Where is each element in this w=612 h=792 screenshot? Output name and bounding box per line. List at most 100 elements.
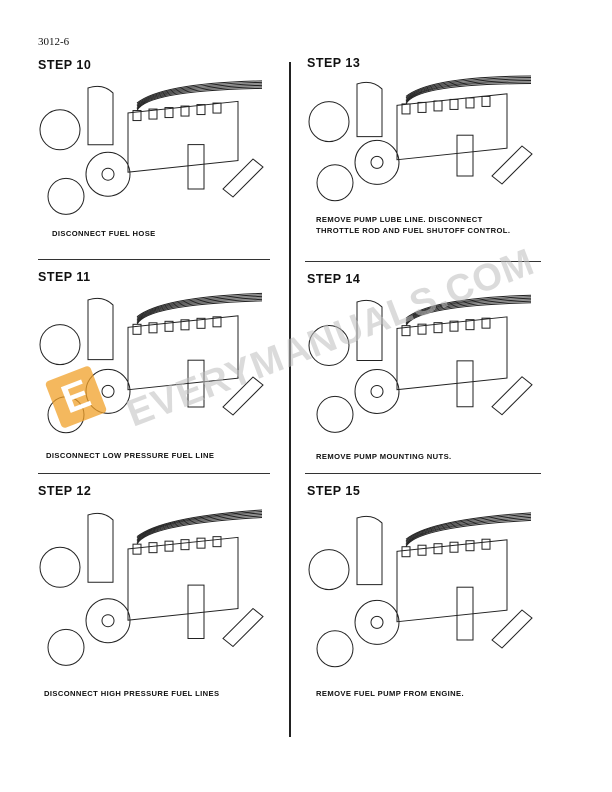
injector-fitting-drawing [180, 539, 190, 551]
governor-drawing [456, 134, 474, 177]
injector-fitting-drawing [417, 323, 427, 335]
step-13-title: STEP 13 [307, 56, 361, 70]
injector-fitting-drawing [433, 322, 443, 334]
step-10-caption: DISCONNECT FUEL HOSE [52, 228, 156, 239]
injector-fitting-drawing [401, 325, 411, 337]
injector-fitting-drawing [164, 540, 174, 552]
fuel-line-drawing [136, 300, 263, 325]
injector-fitting-drawing [196, 317, 206, 329]
fuel-line-drawing [136, 292, 263, 318]
elbow-pipe-drawing [356, 81, 383, 138]
column-divider [289, 62, 291, 737]
injector-fitting-drawing [401, 103, 411, 115]
pulley-drawing [308, 101, 350, 143]
fuel-line-drawing [405, 512, 532, 540]
injector-fitting-drawing [481, 95, 491, 107]
injector-fitting-drawing [132, 323, 142, 335]
injector-fitting-drawing [449, 541, 459, 553]
step-14-caption: REMOVE PUMP MOUNTING NUTS. [316, 451, 452, 462]
divider-rule [38, 473, 270, 474]
injector-fitting-drawing [465, 319, 475, 331]
fuel-line-drawing [405, 78, 532, 100]
step-10-title: STEP 10 [38, 58, 92, 72]
injector-fitting-drawing [212, 102, 222, 114]
fuel-line-drawing [136, 509, 263, 538]
fuel-line-drawing [405, 513, 532, 542]
fuel-line-drawing [136, 86, 263, 110]
fuel-line-drawing [136, 298, 263, 324]
pulley-drawing [39, 109, 81, 151]
pulley-drawing [39, 324, 81, 366]
governor-drawing [187, 359, 205, 408]
step-11-title: STEP 11 [38, 270, 91, 284]
elbow-pipe-drawing [87, 297, 114, 361]
governor-drawing [187, 584, 205, 639]
injector-fitting-drawing [196, 537, 206, 549]
fuel-line-drawing [136, 80, 263, 104]
wrench-hand-drawing [491, 376, 533, 416]
gear-housing-drawing [85, 151, 131, 197]
injector-fitting-drawing [196, 104, 206, 116]
fuel-line-drawing [405, 515, 532, 543]
hub-drawing [101, 167, 115, 181]
injector-fitting-drawing [164, 320, 174, 332]
fuel-line-drawing [136, 87, 263, 111]
gear-housing-drawing [354, 599, 400, 645]
fuel-line-drawing [136, 83, 263, 107]
fuel-line-drawing [405, 75, 532, 97]
wrench-hand-drawing [491, 145, 533, 185]
governor-drawing [187, 144, 205, 190]
fuel-line-drawing [136, 515, 263, 543]
fuel-line-drawing [405, 296, 532, 321]
injector-fitting-drawing [180, 319, 190, 331]
fuel-line-drawing [405, 518, 532, 546]
injector-fitting-drawing [148, 542, 158, 554]
step-15-caption: REMOVE FUEL PUMP FROM ENGINE. [316, 688, 465, 699]
injector-fitting-drawing [465, 540, 475, 552]
fuel-line-drawing [136, 294, 263, 319]
injector-fitting-drawing [212, 536, 222, 548]
injector-fitting-drawing [417, 101, 427, 113]
fuel-line-drawing [405, 516, 532, 545]
fuel-line-drawing [136, 297, 263, 322]
fuel-line-drawing [136, 510, 263, 539]
fuel-line-drawing [405, 300, 532, 325]
fuel-pump-drawing [127, 100, 239, 173]
fuel-line-drawing [405, 77, 532, 99]
pulley-drawing [308, 325, 350, 367]
injector-fitting-drawing [401, 546, 411, 558]
injector-fitting-drawing [481, 317, 491, 329]
fuel-pump-drawing [127, 315, 239, 391]
damper-drawing [316, 164, 354, 202]
divider-rule [305, 261, 541, 262]
fuel-line-drawing [405, 297, 532, 322]
gear-housing-drawing [354, 139, 400, 185]
fuel-pump-drawing [396, 316, 508, 391]
governor-drawing [456, 586, 474, 641]
step-14-title: STEP 14 [307, 272, 361, 286]
injector-fitting-drawing [180, 105, 190, 117]
wrench-hand-drawing [222, 376, 264, 416]
hub-drawing [370, 384, 384, 398]
injector-fitting-drawing [449, 98, 459, 110]
injector-fitting-drawing [148, 108, 158, 120]
hub-drawing [101, 614, 115, 628]
step-15-illustration [308, 512, 533, 668]
fuel-line-drawing [405, 299, 532, 323]
injector-fitting-drawing [433, 543, 443, 555]
damper-drawing [316, 630, 354, 668]
injector-fitting-drawing [164, 107, 174, 119]
injector-fitting-drawing [465, 97, 475, 109]
gear-housing-drawing [85, 598, 131, 644]
step-12-title: STEP 12 [38, 484, 92, 498]
step-11-illustration [39, 292, 264, 434]
fuel-line-drawing [136, 513, 263, 542]
gear-housing-drawing [354, 368, 400, 414]
elbow-pipe-drawing [87, 512, 114, 583]
fuel-pump-drawing [127, 536, 239, 621]
injector-fitting-drawing [433, 100, 443, 112]
wrench-hand-drawing [222, 607, 264, 648]
governor-drawing [456, 360, 474, 408]
wrench-hand-drawing [491, 609, 533, 649]
